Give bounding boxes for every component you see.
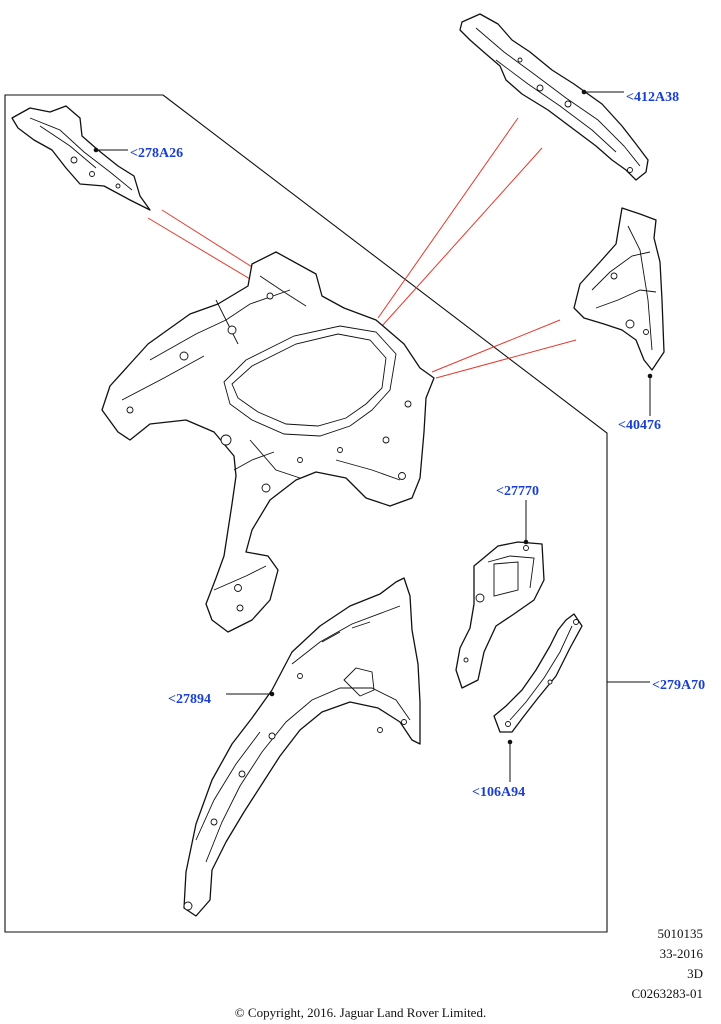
part-quarter-panel-inner[interactable] <box>101 251 435 633</box>
callout-412A38[interactable]: <412A38 <box>626 90 679 105</box>
part-40476-pillar-bracket[interactable] <box>573 207 665 371</box>
part-412A38-rail[interactable] <box>459 13 649 181</box>
callout-106A94[interactable]: <106A94 <box>472 785 525 800</box>
ref-number: 5010135 <box>657 926 704 941</box>
assembly-frame <box>4 94 608 933</box>
callout-27770[interactable]: <27770 <box>496 484 539 499</box>
part-27894-wheelarch[interactable] <box>183 577 421 917</box>
pointer-lines <box>147 117 577 379</box>
ref-date: 33-2016 <box>659 946 703 961</box>
ref-code: C0263283-01 <box>631 986 704 1001</box>
callout-279A70[interactable]: <279A70 <box>652 678 705 693</box>
part-278A26-bracket[interactable] <box>11 105 151 211</box>
part-106A94-brace[interactable] <box>493 613 583 733</box>
ref-view: 3D <box>687 966 703 981</box>
part-27770-bracket[interactable] <box>455 541 545 689</box>
callout-40476[interactable]: <40476 <box>618 418 661 433</box>
leader-lines <box>93 89 653 782</box>
document-reference: 5010135 33-2016 3D C0263283-01 <box>632 924 704 1004</box>
callout-27894[interactable]: <27894 <box>168 692 211 707</box>
callout-278A26[interactable]: <278A26 <box>130 146 183 161</box>
copyright-notice: © Copyright, 2016. Jaguar Land Rover Lim… <box>234 1005 487 1020</box>
